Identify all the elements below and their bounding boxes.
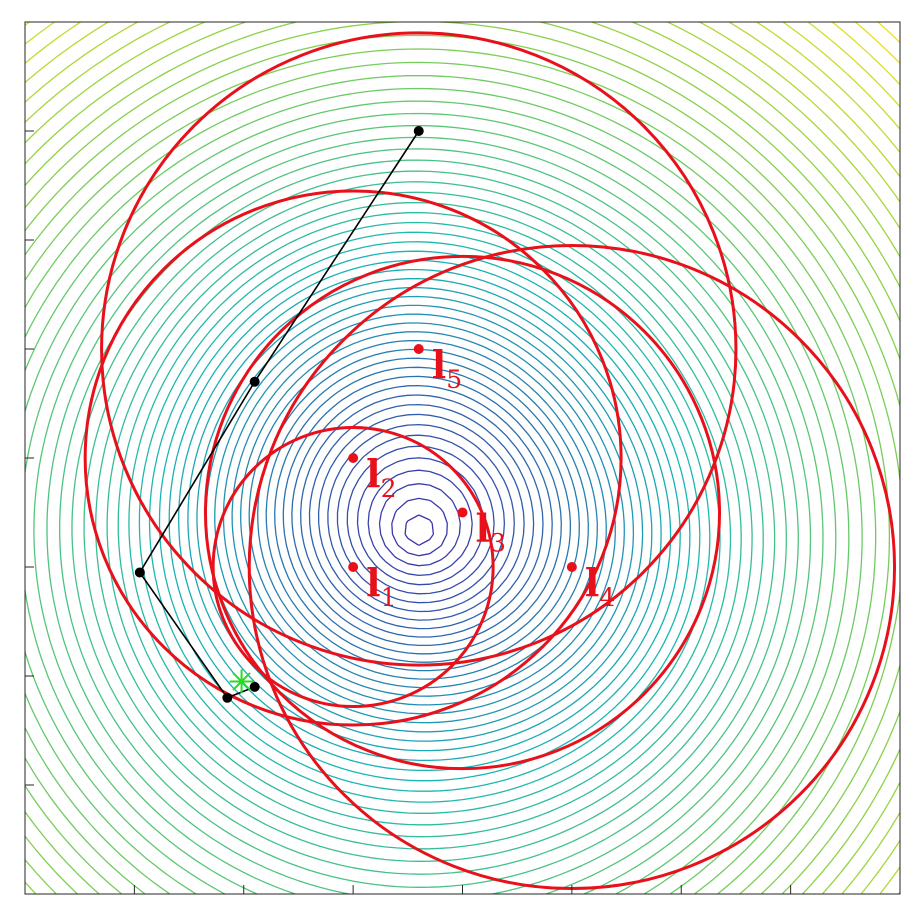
contour-line	[336, 434, 506, 604]
contour-line	[83, 181, 764, 862]
anchor-label-l1: l1	[366, 560, 396, 612]
contour-line	[168, 259, 681, 772]
contour-line	[308, 403, 535, 630]
contour-line	[391, 497, 448, 557]
anchor-l5	[413, 344, 424, 354]
contour-line	[214, 304, 635, 724]
contour-line	[25, 22, 900, 153]
contour-line	[71, 170, 776, 875]
contour-line	[222, 313, 625, 715]
contour-line	[327, 423, 515, 613]
anchor-label-l2: l2	[366, 451, 396, 503]
contour-line	[877, 22, 900, 43]
contour-line	[25, 22, 900, 894]
anchor-l3	[457, 507, 468, 518]
contour-line	[106, 201, 742, 838]
contour-line	[46, 148, 799, 894]
estimate-point-5	[249, 681, 260, 692]
objective-contours	[25, 22, 900, 894]
anchor-l4	[566, 562, 577, 572]
contour-line	[25, 22, 900, 894]
contour-line	[274, 366, 572, 663]
contour-line	[25, 74, 877, 894]
contour-line	[367, 469, 473, 577]
contour-line	[25, 22, 900, 894]
contour-line	[282, 375, 562, 655]
contour-line	[117, 212, 732, 826]
contour-line	[378, 483, 461, 567]
target-star-stroke	[232, 672, 251, 691]
contour-line	[25, 22, 900, 108]
anchor-label-l3: l3	[476, 506, 506, 558]
contour-line	[25, 100, 850, 894]
estimate-point-3	[134, 567, 145, 578]
estimate-point-1	[413, 126, 424, 136]
anchor-label-l5: l5	[432, 342, 462, 394]
contour-line	[158, 250, 691, 782]
target-marker	[229, 669, 254, 694]
anchor-l2	[348, 453, 359, 463]
contour-line	[404, 514, 435, 546]
contour-line	[25, 48, 900, 894]
contour-line	[25, 22, 900, 130]
estimate-point-2	[249, 376, 260, 387]
contour-line	[148, 241, 701, 792]
range-circle-l5	[100, 31, 738, 667]
contour-line	[25, 112, 837, 894]
contour-line	[300, 394, 544, 638]
contour-line	[25, 22, 900, 894]
contour-line	[317, 413, 525, 621]
contour-line	[33, 136, 812, 894]
estimate-point-4	[222, 692, 233, 703]
contour-line	[25, 34, 900, 894]
contour-line	[25, 22, 900, 894]
contour-line	[831, 22, 900, 86]
plot-axes	[24, 21, 901, 895]
contour-line	[231, 322, 616, 706]
contour-line	[178, 268, 672, 762]
range-circle-l3	[203, 254, 722, 771]
range-circle-l2	[83, 189, 623, 727]
contour-line	[291, 384, 553, 647]
contour-line	[257, 348, 589, 680]
contour-line	[25, 22, 900, 894]
contour-line	[95, 191, 753, 850]
contour-line	[25, 22, 900, 894]
estimate-path	[134, 126, 424, 703]
contour-line	[248, 339, 598, 689]
contour-line	[346, 445, 495, 595]
contour-line	[138, 231, 711, 803]
range-circle-l1	[211, 425, 495, 709]
contour-line	[187, 277, 662, 752]
anchor-l1	[348, 562, 359, 572]
contour-line	[855, 22, 900, 64]
